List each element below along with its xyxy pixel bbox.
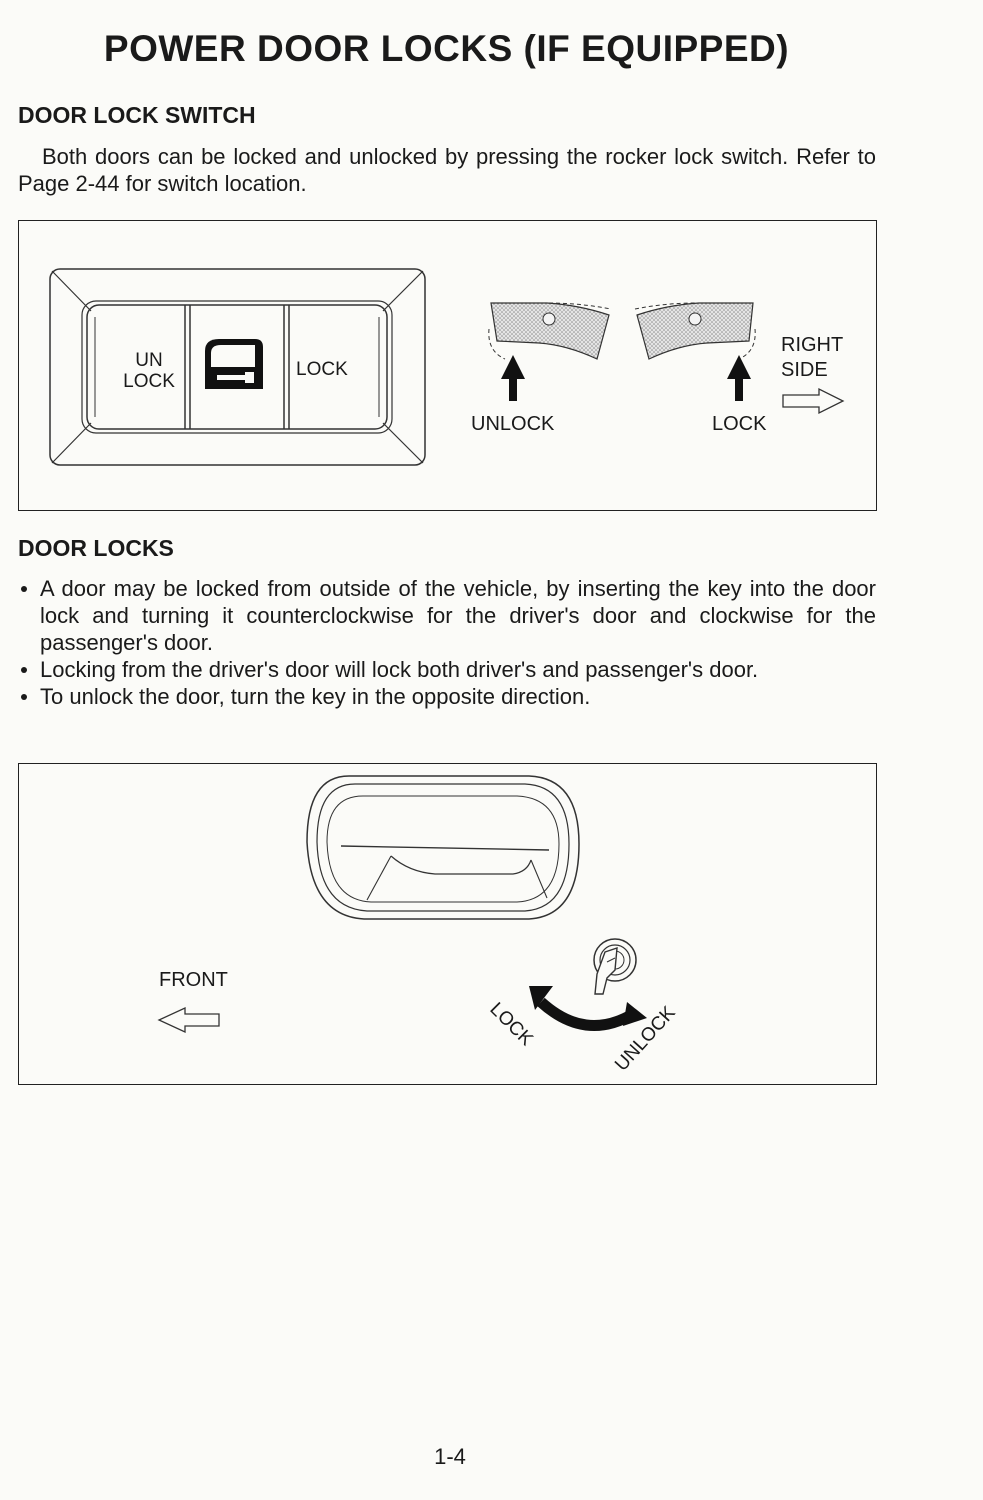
page-number: 1-4: [434, 1444, 466, 1469]
right-side-label-line1: RIGHT: [781, 334, 843, 356]
left-arrow-icon: [157, 1006, 220, 1034]
right-side-label-line2: SIDE: [781, 359, 828, 381]
door-handle: [306, 775, 580, 920]
front-label: FRONT: [159, 969, 228, 991]
rotation-arrow-icon: [529, 986, 647, 1031]
switch-lock-label: LOCK: [296, 359, 348, 380]
door-lock-switch-paragraph: Both doors can be locked and unlocked by…: [18, 144, 876, 196]
section-heading-door-lock-switch: DOOR LOCK SWITCH: [18, 102, 256, 128]
list-item: A door may be locked from outside of the…: [18, 575, 876, 656]
right-arrow-icon: [782, 387, 845, 415]
section-heading-door-locks: DOOR LOCKS: [18, 535, 174, 561]
unlock-arrow-icon: [501, 355, 525, 401]
key-cylinder-icon: [593, 938, 637, 995]
lock-direction-label: LOCK: [712, 413, 767, 435]
unlock-direction-label: UNLOCK: [471, 413, 555, 435]
switch-unlock-label-line2: LOCK: [123, 371, 175, 392]
list-item: Locking from the driver's door will lock…: [18, 656, 876, 683]
rocker-lock-view: [634, 302, 756, 360]
door-lock-switch-illustration: UN LOCK LOCK UNLOCK LOCK RIGHT SIDE: [49, 268, 845, 466]
switch-bezel: [49, 268, 426, 466]
door-locks-bullet-list: A door may be locked from outside of the…: [18, 575, 876, 710]
list-item: To unlock the door, turn the key in the …: [18, 683, 876, 710]
key-unlock-label: UNLOCK: [611, 1002, 680, 1075]
door-lock-switch-figure: UN LOCK LOCK UNLOCK LOCK RIGHT SIDE: [18, 220, 877, 511]
switch-unlock-label-line1: UN: [135, 350, 162, 371]
door-handle-illustration: LOCK UNLOCK FRONT: [157, 775, 680, 1075]
door-key-icon: [205, 339, 263, 389]
key-lock-label: LOCK: [485, 999, 537, 1051]
page-title: POWER DOOR LOCKS (IF EQUIPPED): [103, 28, 790, 69]
door-key-figure: LOCK UNLOCK FRONT: [18, 763, 877, 1085]
lock-arrow-icon: [727, 355, 751, 401]
rocker-switch: [86, 304, 388, 430]
rocker-unlock-view: [488, 302, 612, 360]
